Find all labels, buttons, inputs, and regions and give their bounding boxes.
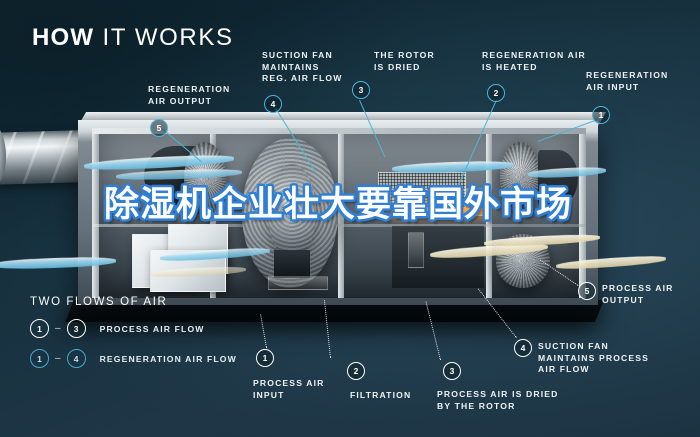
heater-element bbox=[392, 208, 488, 215]
callout-marker-suction-fan-process[interactable]: 4 bbox=[514, 339, 532, 357]
callout-marker-process-air-input[interactable]: 1 bbox=[256, 349, 274, 367]
callout-label-process-air-output: PROCESS AIR OUTPUT bbox=[602, 283, 674, 305]
callout-label-regeneration-air-output: REGENERATION AIR OUTPUT bbox=[148, 84, 231, 106]
callout-marker-suction-fan-reg[interactable]: 4 bbox=[264, 95, 282, 113]
legend-label-regeneration-air-flow: REGENERATION AIR FLOW bbox=[99, 353, 237, 364]
callout-marker-process-air-dried[interactable]: 3 bbox=[443, 362, 461, 380]
legend-heading: TWO FLOWS OF AIR bbox=[30, 296, 168, 308]
callout-marker-regeneration-air-heated[interactable]: 2 bbox=[487, 84, 505, 102]
callout-label-suction-fan-process: SUCTION FAN MAINTAINS PROCESS AIR FLOW bbox=[538, 341, 650, 374]
callout-label-regeneration-air-input: REGENERATION AIR INPUT bbox=[586, 70, 669, 92]
callout-marker-filtration[interactable]: 2 bbox=[347, 362, 365, 380]
callout-marker-process-air-output[interactable]: 5 bbox=[578, 282, 596, 300]
page-title-bold: HOW bbox=[32, 24, 95, 51]
legend-dash: – bbox=[55, 323, 61, 334]
callout-marker-regeneration-air-input[interactable]: 1 bbox=[592, 106, 610, 124]
callout-marker-regeneration-air-output[interactable]: 5 bbox=[150, 119, 168, 137]
overlay-headline: 除湿机企业壮大要靠国外市场 bbox=[104, 185, 573, 225]
legend-marker-to: 3 bbox=[66, 319, 86, 338]
callout-label-the-rotor-is-dried: THE ROTOR IS DRIED bbox=[374, 50, 435, 72]
callout-label-suction-fan-reg: SUCTION FAN MAINTAINS REG. AIR FLOW bbox=[262, 50, 343, 83]
callout-label-process-air-input: PROCESS AIR INPUT bbox=[253, 378, 325, 400]
legend-row-process-air-flow: 1 – 3 PROCESS AIR FLOW bbox=[30, 319, 237, 338]
callout-label-process-air-dried: PROCESS AIR IS DRIED BY THE ROTOR bbox=[437, 389, 559, 411]
legend-marker-to: 4 bbox=[66, 349, 86, 368]
page-title-rest: IT WORKS bbox=[102, 24, 234, 51]
legend-marker-from: 1 bbox=[30, 349, 49, 368]
legend: TWO FLOWS OF AIR 1 – 3 PROCESS AIR FLOW … bbox=[30, 296, 237, 368]
callout-label-regeneration-air-heated: REGENERATION AIR IS HEATED bbox=[482, 50, 586, 72]
callout-label-filtration: FILTRATION bbox=[350, 390, 412, 400]
legend-label-process-air-flow: PROCESS AIR FLOW bbox=[99, 323, 205, 334]
callout-marker-the-rotor-is-dried[interactable]: 3 bbox=[352, 81, 370, 99]
page-title: HOW IT WORKS bbox=[32, 24, 234, 52]
legend-row-regeneration-air-flow: 1 – 4 REGENERATION AIR FLOW bbox=[30, 349, 237, 368]
legend-dash: – bbox=[55, 353, 61, 364]
legend-marker-from: 1 bbox=[30, 319, 49, 338]
